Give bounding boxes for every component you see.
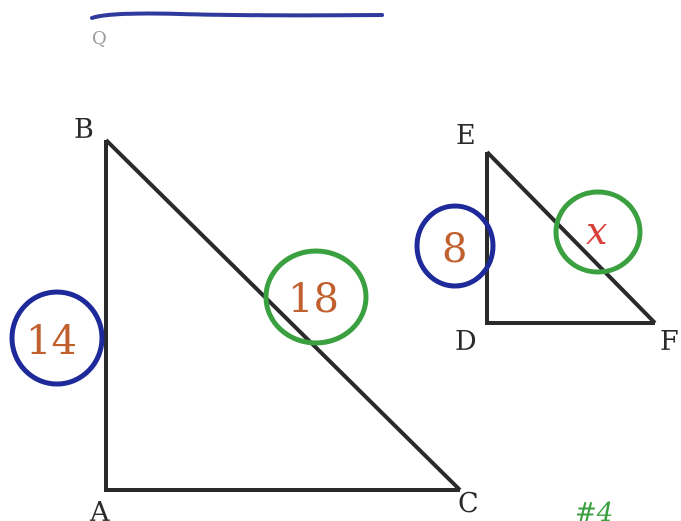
blue-circle-de — [414, 203, 496, 289]
side-ef — [485, 150, 657, 325]
vertex-label-d: D — [455, 326, 477, 357]
measure-de: 8 — [442, 226, 467, 272]
vertex-label-c: C — [458, 488, 479, 519]
vertex-label-a: A — [89, 497, 110, 521]
green-circle-bc — [263, 248, 369, 346]
top-underline-stroke — [90, 11, 384, 20]
top-mark-label: Q — [92, 28, 107, 49]
measure-ab: 14 — [26, 318, 77, 364]
side-bc — [104, 138, 462, 492]
measure-bc: 18 — [288, 276, 339, 322]
measure-ef: x — [586, 209, 607, 253]
triangle-abc — [104, 138, 462, 492]
blue-circle-ab — [9, 289, 105, 387]
corner-mark: #4 — [575, 498, 613, 521]
vertex-label-f: F — [660, 326, 679, 357]
vertex-label-b: B — [74, 114, 94, 145]
green-circle-ef — [553, 189, 643, 275]
triangle-def — [485, 150, 657, 325]
vertex-label-e: E — [456, 120, 476, 151]
